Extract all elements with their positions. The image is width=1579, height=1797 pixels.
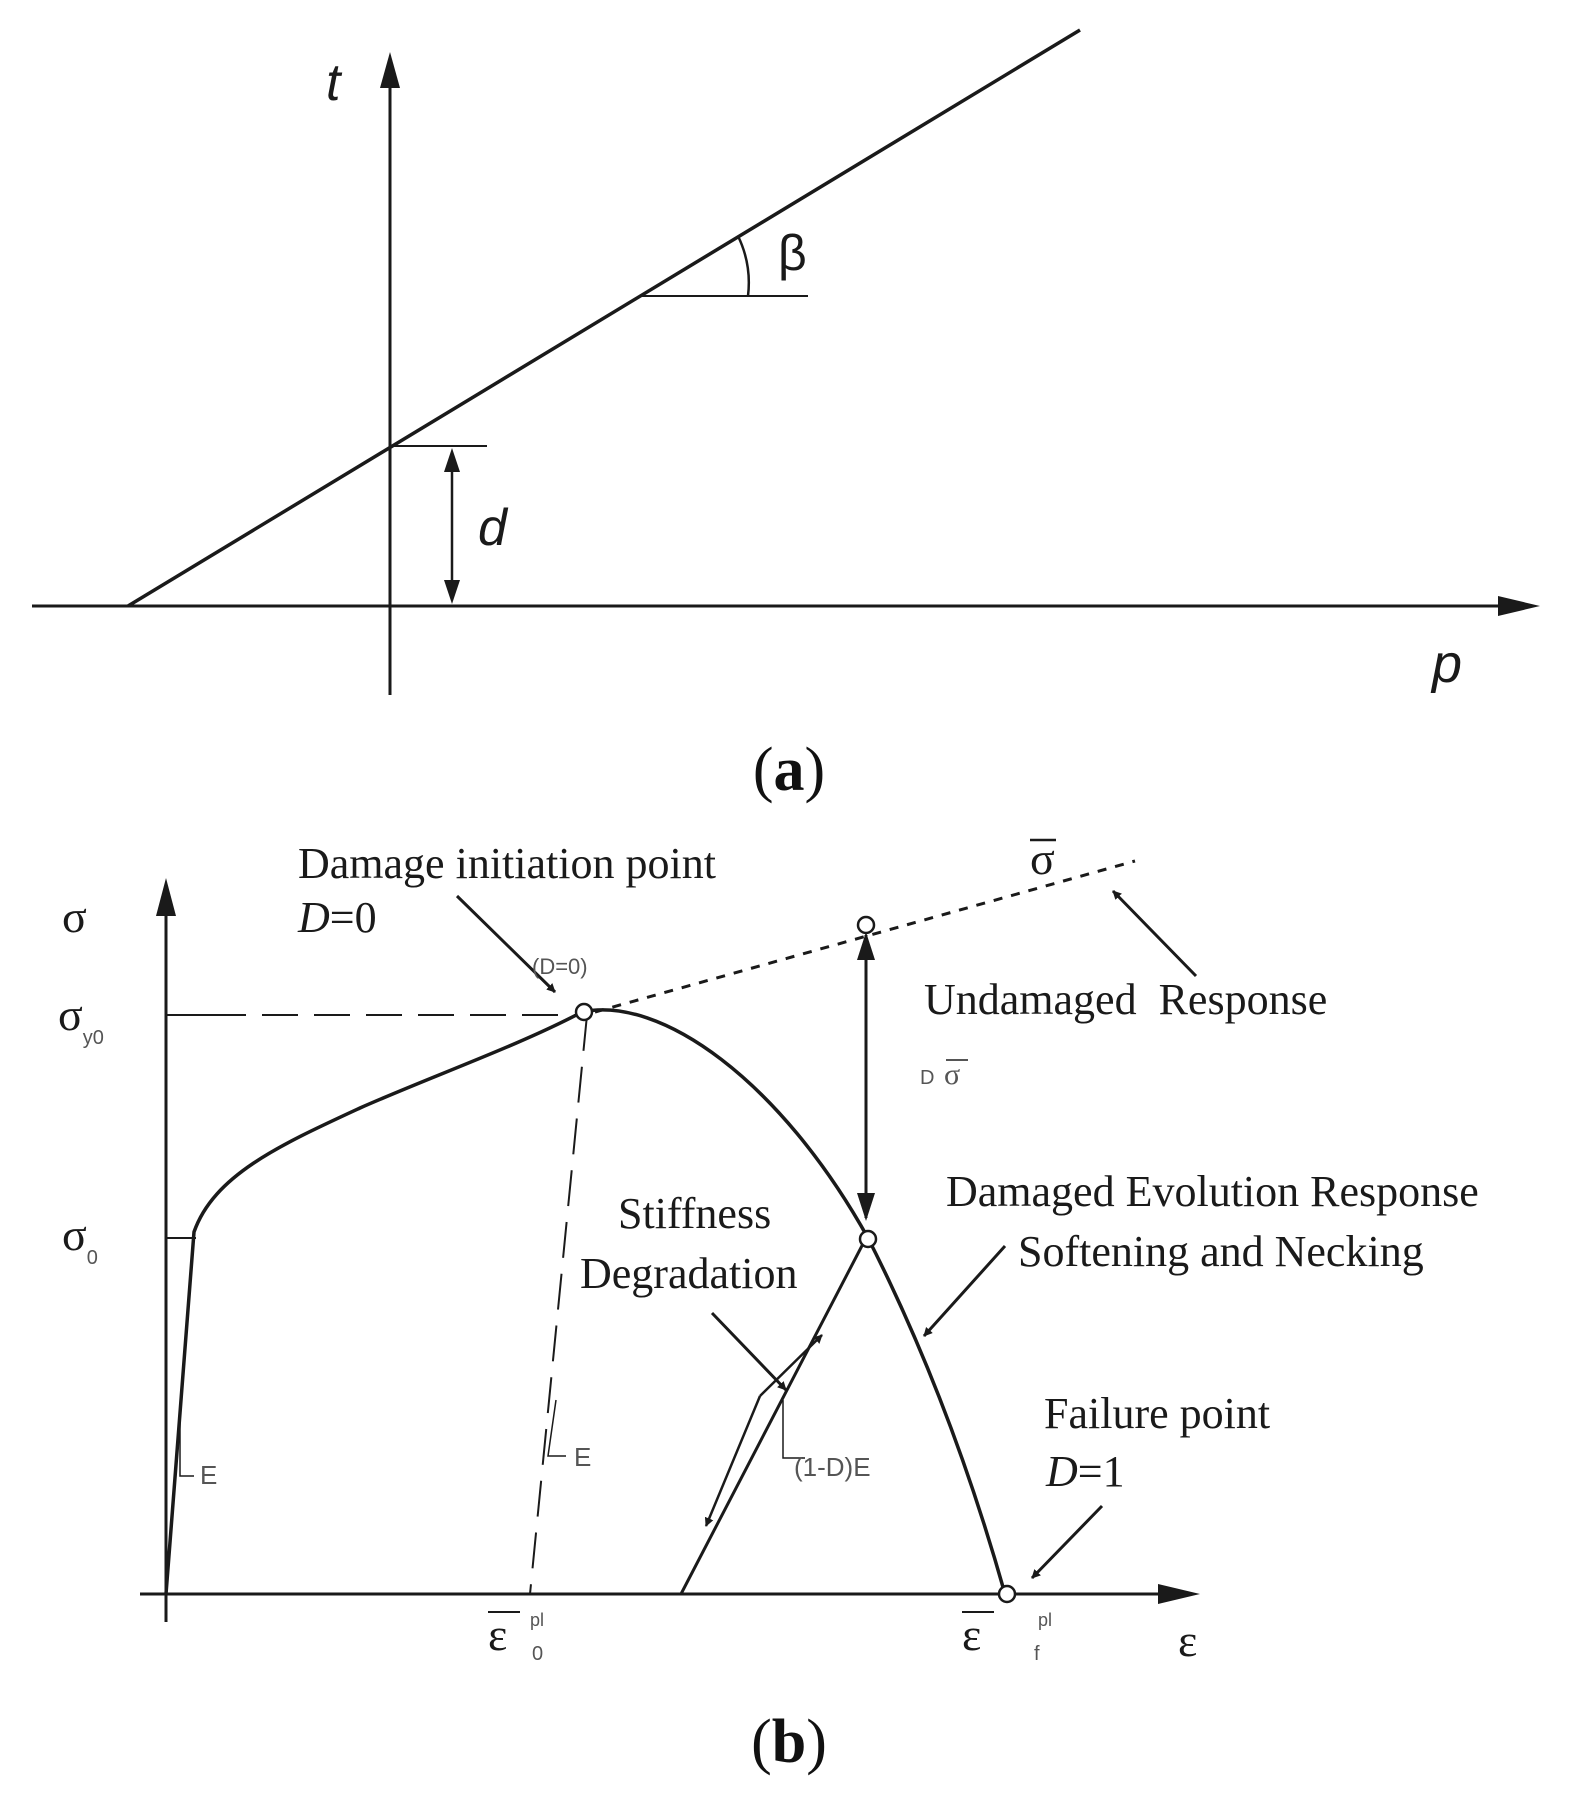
svg-text:ε: ε (488, 1609, 507, 1660)
epsilon-f-pl-label: ε pl f (962, 1609, 1052, 1665)
stiffness-line1: Stiffness (618, 1189, 771, 1238)
modulus-marker-1 (179, 1418, 194, 1477)
undamaged-response-dotted-line (594, 859, 1136, 1014)
damaged-evolution-line1: Damaged Evolution Response (946, 1167, 1479, 1216)
d-label: d (478, 499, 509, 557)
t-axis (380, 52, 400, 695)
sigma-bar-label: σ (1030, 833, 1056, 884)
stiffness-pointer-arrow (710, 1311, 788, 1392)
d-dimension-arrow (444, 448, 460, 604)
unloading-double-arrow (704, 1334, 823, 1527)
undamaged-response-label: Undamaged Response (924, 975, 1327, 1024)
damage-initiation-d: D=0 (297, 893, 377, 942)
damage-initiation-marker (574, 1002, 594, 1022)
elastic-unloading-dashed-line (529, 1014, 588, 1595)
modulus-marker-2 (547, 1399, 566, 1457)
modulus-marker-3 (782, 1400, 805, 1459)
failure-pointer-arrow (1030, 1504, 1104, 1580)
d-sigma-bar-label: D σ (920, 1058, 968, 1091)
sigma-axis-label: σ (62, 891, 87, 942)
damage-initiation-title: Damage initiation point (298, 839, 716, 888)
undamaged-point-marker (856, 915, 876, 935)
svg-text:pl: pl (1038, 1610, 1052, 1630)
modulus-e-label-1: E (200, 1460, 217, 1490)
svg-text:ε: ε (962, 1609, 981, 1660)
svg-text:pl: pl (530, 1610, 544, 1630)
sigma-axis (156, 878, 176, 1622)
beta-label: β (778, 225, 807, 281)
t-axis-label: t (326, 54, 343, 112)
failure-point-title: Failure point (1044, 1389, 1270, 1438)
d-zero-small-label: (D=0) (532, 954, 588, 979)
epsilon-axis-label: ε (1178, 1615, 1197, 1666)
damaged-evolution-line2: Softening and Necking (1018, 1227, 1424, 1276)
p-axis-label: p (1430, 634, 1462, 694)
damage-init-pointer-arrow (455, 894, 557, 994)
svg-text:0: 0 (532, 1643, 543, 1665)
caption-b: (b) (751, 1708, 827, 1776)
sigma-y0-label: σy0 (58, 989, 104, 1049)
undamaged-pointer-arrow (1111, 889, 1198, 978)
svg-text:D: D (920, 1067, 934, 1089)
epsilon-axis (140, 1584, 1200, 1604)
epsilon-0-pl-label: ε pl 0 (488, 1609, 544, 1665)
failure-point-d: D=1 (1045, 1447, 1125, 1496)
panel-b: σ ε σy0 σ0 ε pl 0 ε pl f σ (58, 833, 1479, 1776)
yield-line (127, 28, 1081, 608)
damaged-evolution-pointer-arrow (922, 1244, 1007, 1338)
stiffness-line2: Degradation (580, 1249, 797, 1298)
svg-text:σ: σ (1030, 833, 1055, 884)
beta-angle-arc (736, 235, 751, 297)
caption-a: (a) (753, 736, 825, 804)
panel-a: β d t p (a) (32, 28, 1540, 804)
damaged-point-marker (858, 1229, 878, 1249)
sigma-0-label: σ0 (62, 1209, 98, 1269)
stress-strain-curve (164, 1008, 1007, 1595)
damaged-unloading-line (679, 1237, 868, 1595)
p-axis (32, 596, 1540, 616)
failure-point-marker (997, 1584, 1017, 1604)
svg-text:σ: σ (944, 1058, 960, 1091)
svg-text:f: f (1034, 1643, 1040, 1665)
d-sigma-vertical-arrow (857, 932, 875, 1221)
modulus-damaged-label: (1-D)E (794, 1452, 871, 1482)
modulus-e-label-2: E (574, 1442, 591, 1472)
